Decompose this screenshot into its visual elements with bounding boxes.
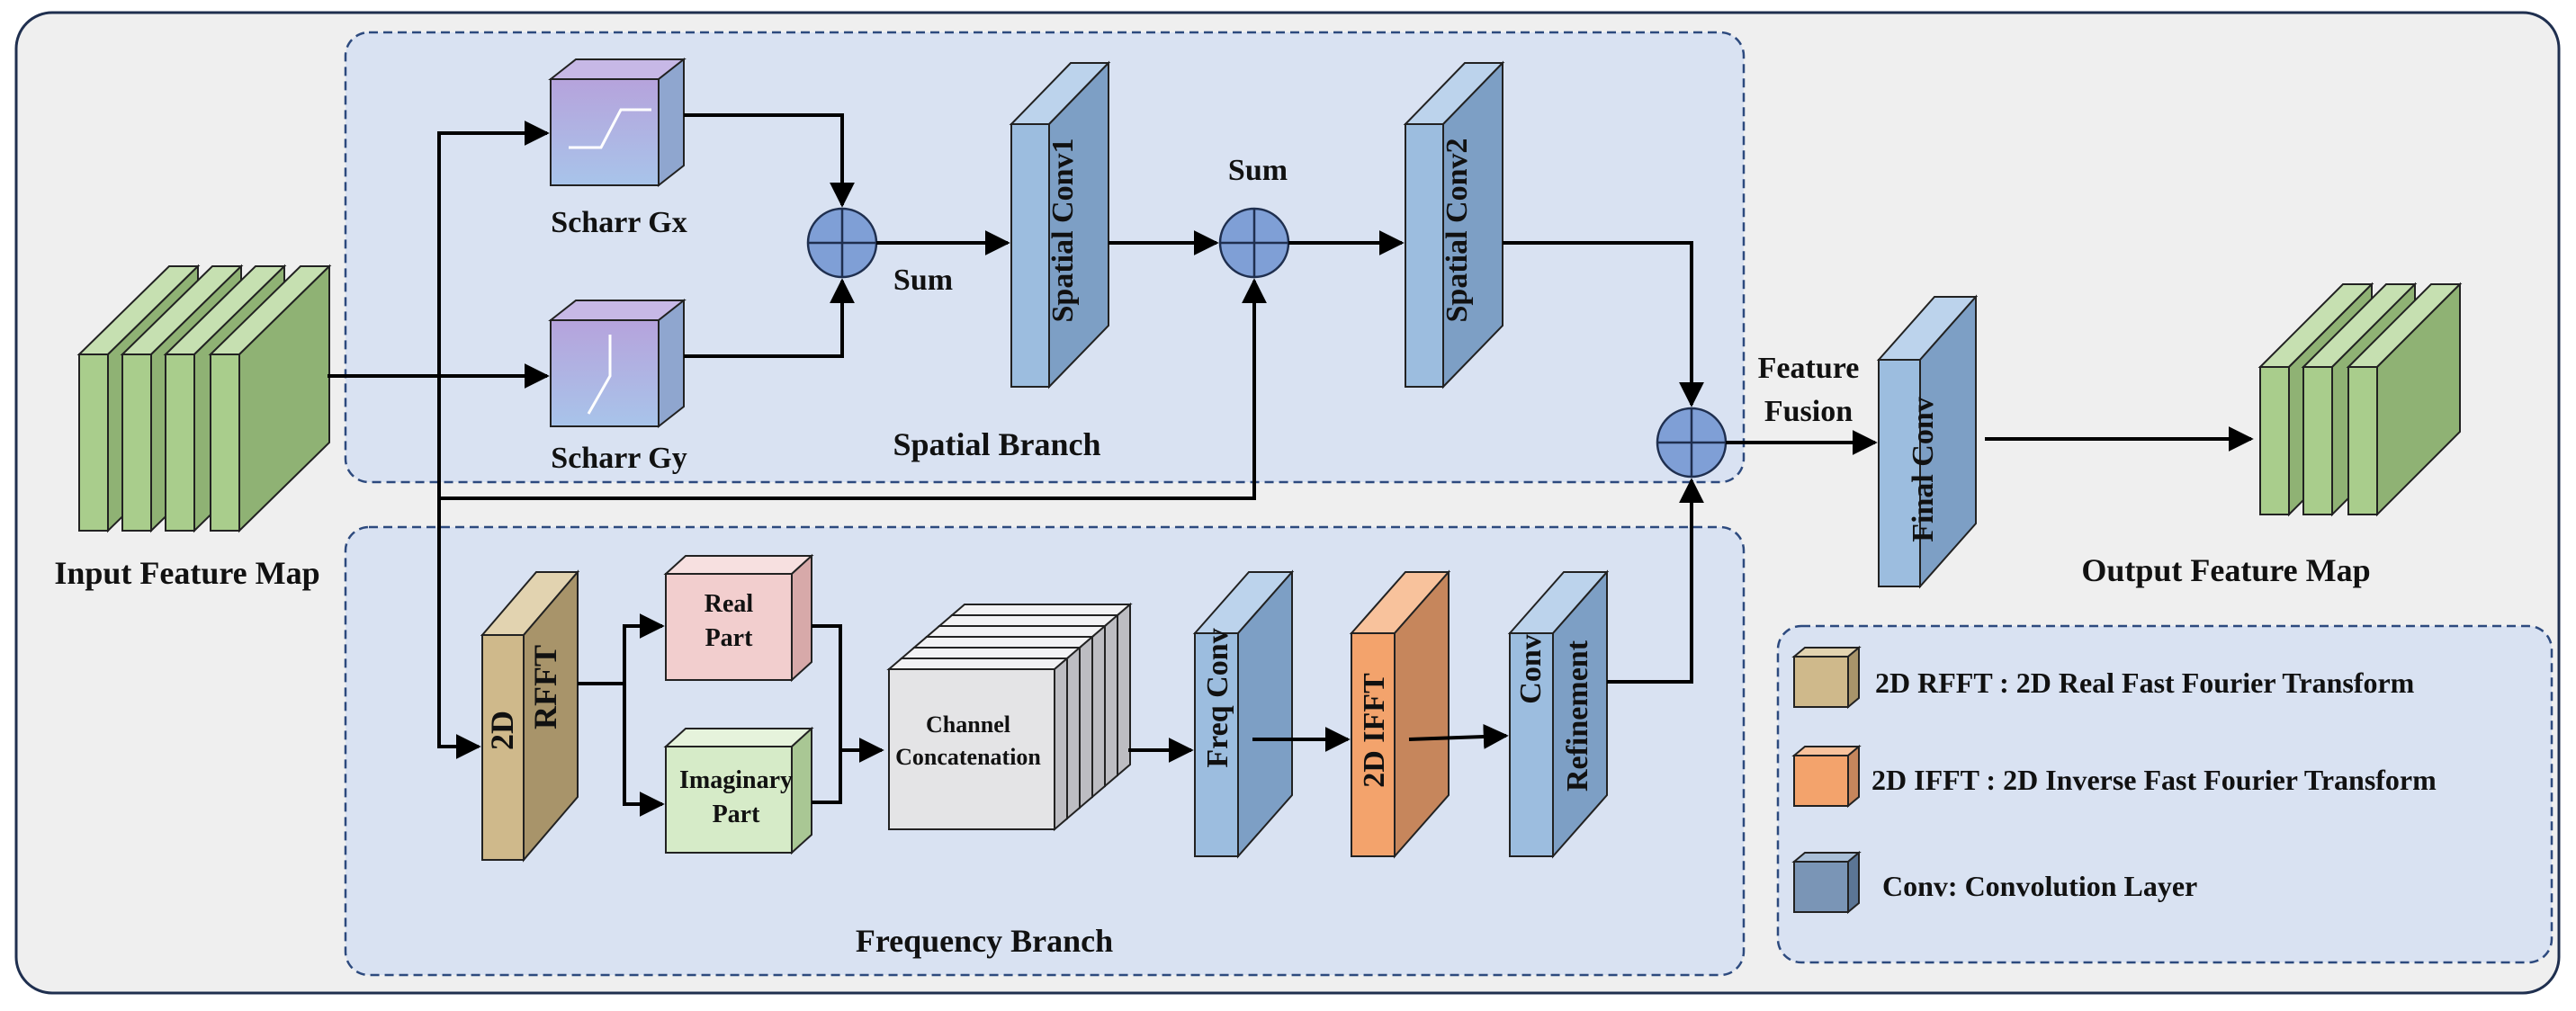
sum-2-label: Sum xyxy=(1228,154,1288,187)
real-part-label-line2: Part xyxy=(705,624,754,652)
ifft-label: 2D IFFT xyxy=(1358,673,1391,788)
final-conv-label: Final Conv xyxy=(1907,397,1940,542)
output-slab xyxy=(2346,282,2463,517)
conv-refinement-block xyxy=(1507,569,1610,859)
arrow-rfft-to-imaginary-part xyxy=(623,684,665,817)
scharr-gx-label: Scharr Gx xyxy=(551,206,687,239)
rfft-block xyxy=(480,569,580,863)
arrow-spatial-conv2-to-fusion xyxy=(1503,241,1704,407)
arrow-imaginary-part-to-concat xyxy=(812,750,842,804)
input-feature-map-label: Input Feature Map xyxy=(54,555,319,591)
spatial-conv2-block xyxy=(1403,60,1505,389)
sum-1-label: Sum xyxy=(893,264,953,297)
connections xyxy=(328,113,2254,817)
imaginary-part-block xyxy=(663,726,814,855)
conv-refinement-label-line1: Conv xyxy=(1514,634,1548,703)
output-feature-map xyxy=(2257,282,2463,517)
legend-rfft-text: 2D RFFT : 2D Real Fast Fourier Transform xyxy=(1875,667,2415,699)
imaginary-part-label-line1: Imaginary xyxy=(679,766,793,794)
scharr-gy-label: Scharr Gy xyxy=(551,442,687,475)
channel-concatenation-label-line2: Concatenation xyxy=(895,744,1041,770)
arrow-residual-to-sum2 xyxy=(439,278,1267,500)
input-feature-map xyxy=(76,264,332,533)
fusion-node xyxy=(1656,407,1728,479)
sum-node-2 xyxy=(1218,207,1290,279)
arrow-conv-refinement-to-fusion xyxy=(1607,478,1704,684)
frequency-branch-title: Frequency Branch xyxy=(856,923,1113,959)
final-conv-block xyxy=(1876,294,1979,589)
vertical-edge-icon xyxy=(587,335,612,415)
legend-conv-text: Conv: Convolution Layer xyxy=(1882,870,2197,902)
spatial-conv2-label: Spatial Conv2 xyxy=(1441,139,1474,323)
channel-concatenation-label-line1: Channel xyxy=(926,711,1010,738)
spatial-branch-title: Spatial Branch xyxy=(893,426,1100,462)
legend-rfft-swatch xyxy=(1791,645,1862,710)
concat-slab xyxy=(886,656,1070,832)
arrow-trunk-to-rfft xyxy=(437,493,481,759)
input-slab xyxy=(208,264,332,533)
real-part-block xyxy=(663,553,814,683)
conv-refinement-label-line2: Refinement xyxy=(1561,640,1594,792)
output-feature-map-label: Output Feature Map xyxy=(2081,552,2370,588)
legend-ifft-swatch xyxy=(1791,744,1862,809)
feature-fusion-label-line2: Fusion xyxy=(1764,395,1853,428)
freq-conv-label: Freq Conv xyxy=(1201,628,1234,767)
real-part-label-line1: Real xyxy=(705,590,754,618)
scharr-gy-block xyxy=(548,298,687,429)
channel-concatenation-block xyxy=(886,602,1133,832)
legend-panel xyxy=(1776,624,2554,964)
rfft-label-line1: 2D xyxy=(484,711,520,750)
imaginary-part-label-line2: Part xyxy=(713,801,761,828)
arrow-scharr-gx-to-sum1 xyxy=(684,113,855,208)
arrow-real-part-to-concat xyxy=(812,624,884,763)
rfft-label-line2: RFFT xyxy=(527,645,563,729)
legend-conv-swatch xyxy=(1791,850,1862,915)
arrow-scharr-gy-to-sum1 xyxy=(684,278,855,358)
scharr-gx-block xyxy=(548,57,687,188)
legend-ifft-text: 2D IFFT : 2D Inverse Fast Fourier Transf… xyxy=(1871,764,2437,796)
feature-fusion-label-line1: Feature xyxy=(1758,352,1860,385)
spatial-conv1-block xyxy=(1009,60,1111,389)
step-edge-icon xyxy=(569,108,651,149)
sum-node-1 xyxy=(806,207,878,279)
arrow-rfft-to-real-part xyxy=(578,613,665,685)
arrow-ifft-to-conv-refinement xyxy=(1408,723,1509,749)
spatial-conv1-label: Spatial Conv1 xyxy=(1046,139,1080,323)
freq-conv-block xyxy=(1192,569,1295,859)
ifft-block xyxy=(1349,569,1451,859)
